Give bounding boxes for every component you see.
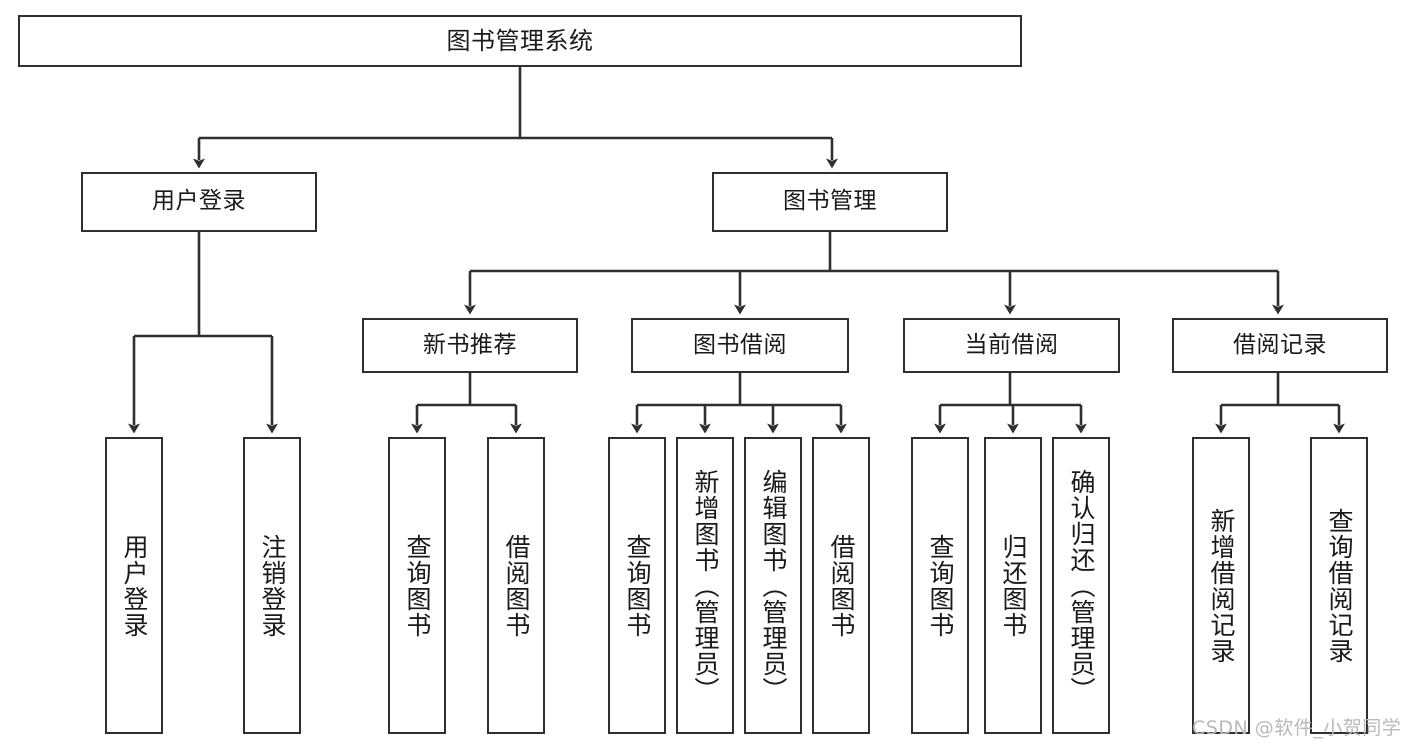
node-label: 归还图书 bbox=[999, 533, 1028, 638]
node-label: 编辑图书（管理员） bbox=[759, 468, 788, 703]
node-label: 当前借阅 bbox=[964, 331, 1059, 358]
node-label: 确认归还（管理员） bbox=[1067, 468, 1096, 703]
node-leaf-confirm-return-admin[interactable]: 确认归还（管理员） bbox=[1052, 437, 1110, 734]
node-label: 用户登录 bbox=[120, 533, 149, 638]
node-label: 注销登录 bbox=[258, 533, 287, 638]
node-label: 新增图书（管理员） bbox=[691, 468, 720, 703]
node-leaf-logout[interactable]: 注销登录 bbox=[243, 437, 301, 734]
node-book-manage[interactable]: 图书管理 bbox=[712, 172, 948, 232]
node-label: 新增借阅记录 bbox=[1207, 507, 1236, 664]
node-user-login[interactable]: 用户登录 bbox=[81, 172, 317, 232]
node-leaf-query-book-2[interactable]: 查询图书 bbox=[608, 437, 666, 734]
node-label: 图书借阅 bbox=[693, 331, 787, 358]
node-leaf-edit-book-admin[interactable]: 编辑图书（管理员） bbox=[744, 437, 802, 734]
node-label: 借阅图书 bbox=[827, 533, 856, 638]
node-leaf-borrow-book-2[interactable]: 借阅图书 bbox=[812, 437, 870, 734]
node-label: 查询图书 bbox=[623, 533, 652, 638]
node-label: 查询借阅记录 bbox=[1325, 507, 1354, 664]
node-current-borrow[interactable]: 当前借阅 bbox=[903, 318, 1120, 373]
node-leaf-add-book-admin[interactable]: 新增图书（管理员） bbox=[676, 437, 734, 734]
node-label: 用户登录 bbox=[152, 188, 246, 215]
node-leaf-query-book-3[interactable]: 查询图书 bbox=[911, 437, 969, 734]
node-borrow-record[interactable]: 借阅记录 bbox=[1172, 318, 1388, 373]
node-label: 借阅记录 bbox=[1233, 331, 1327, 358]
node-leaf-add-borrow-record[interactable]: 新增借阅记录 bbox=[1192, 437, 1250, 734]
node-leaf-query-borrow-record[interactable]: 查询借阅记录 bbox=[1310, 437, 1368, 734]
node-leaf-borrow-book-1[interactable]: 借阅图书 bbox=[487, 437, 545, 734]
node-label: 新书推荐 bbox=[423, 331, 517, 358]
node-label: 图书管理 bbox=[783, 188, 877, 215]
node-label: 借阅图书 bbox=[502, 533, 531, 638]
watermark: CSDN @软件_小贺同学 bbox=[1192, 717, 1402, 739]
node-leaf-user-login[interactable]: 用户登录 bbox=[105, 437, 163, 734]
node-label: 图书管理系统 bbox=[446, 26, 594, 55]
node-book-borrow[interactable]: 图书借阅 bbox=[631, 318, 849, 373]
node-leaf-query-book-1[interactable]: 查询图书 bbox=[388, 437, 446, 734]
node-leaf-return-book[interactable]: 归还图书 bbox=[984, 437, 1042, 734]
node-label: 查询图书 bbox=[926, 533, 955, 638]
node-root-system[interactable]: 图书管理系统 bbox=[18, 15, 1022, 67]
node-new-book-recommend[interactable]: 新书推荐 bbox=[362, 318, 578, 373]
node-label: 查询图书 bbox=[403, 533, 432, 638]
